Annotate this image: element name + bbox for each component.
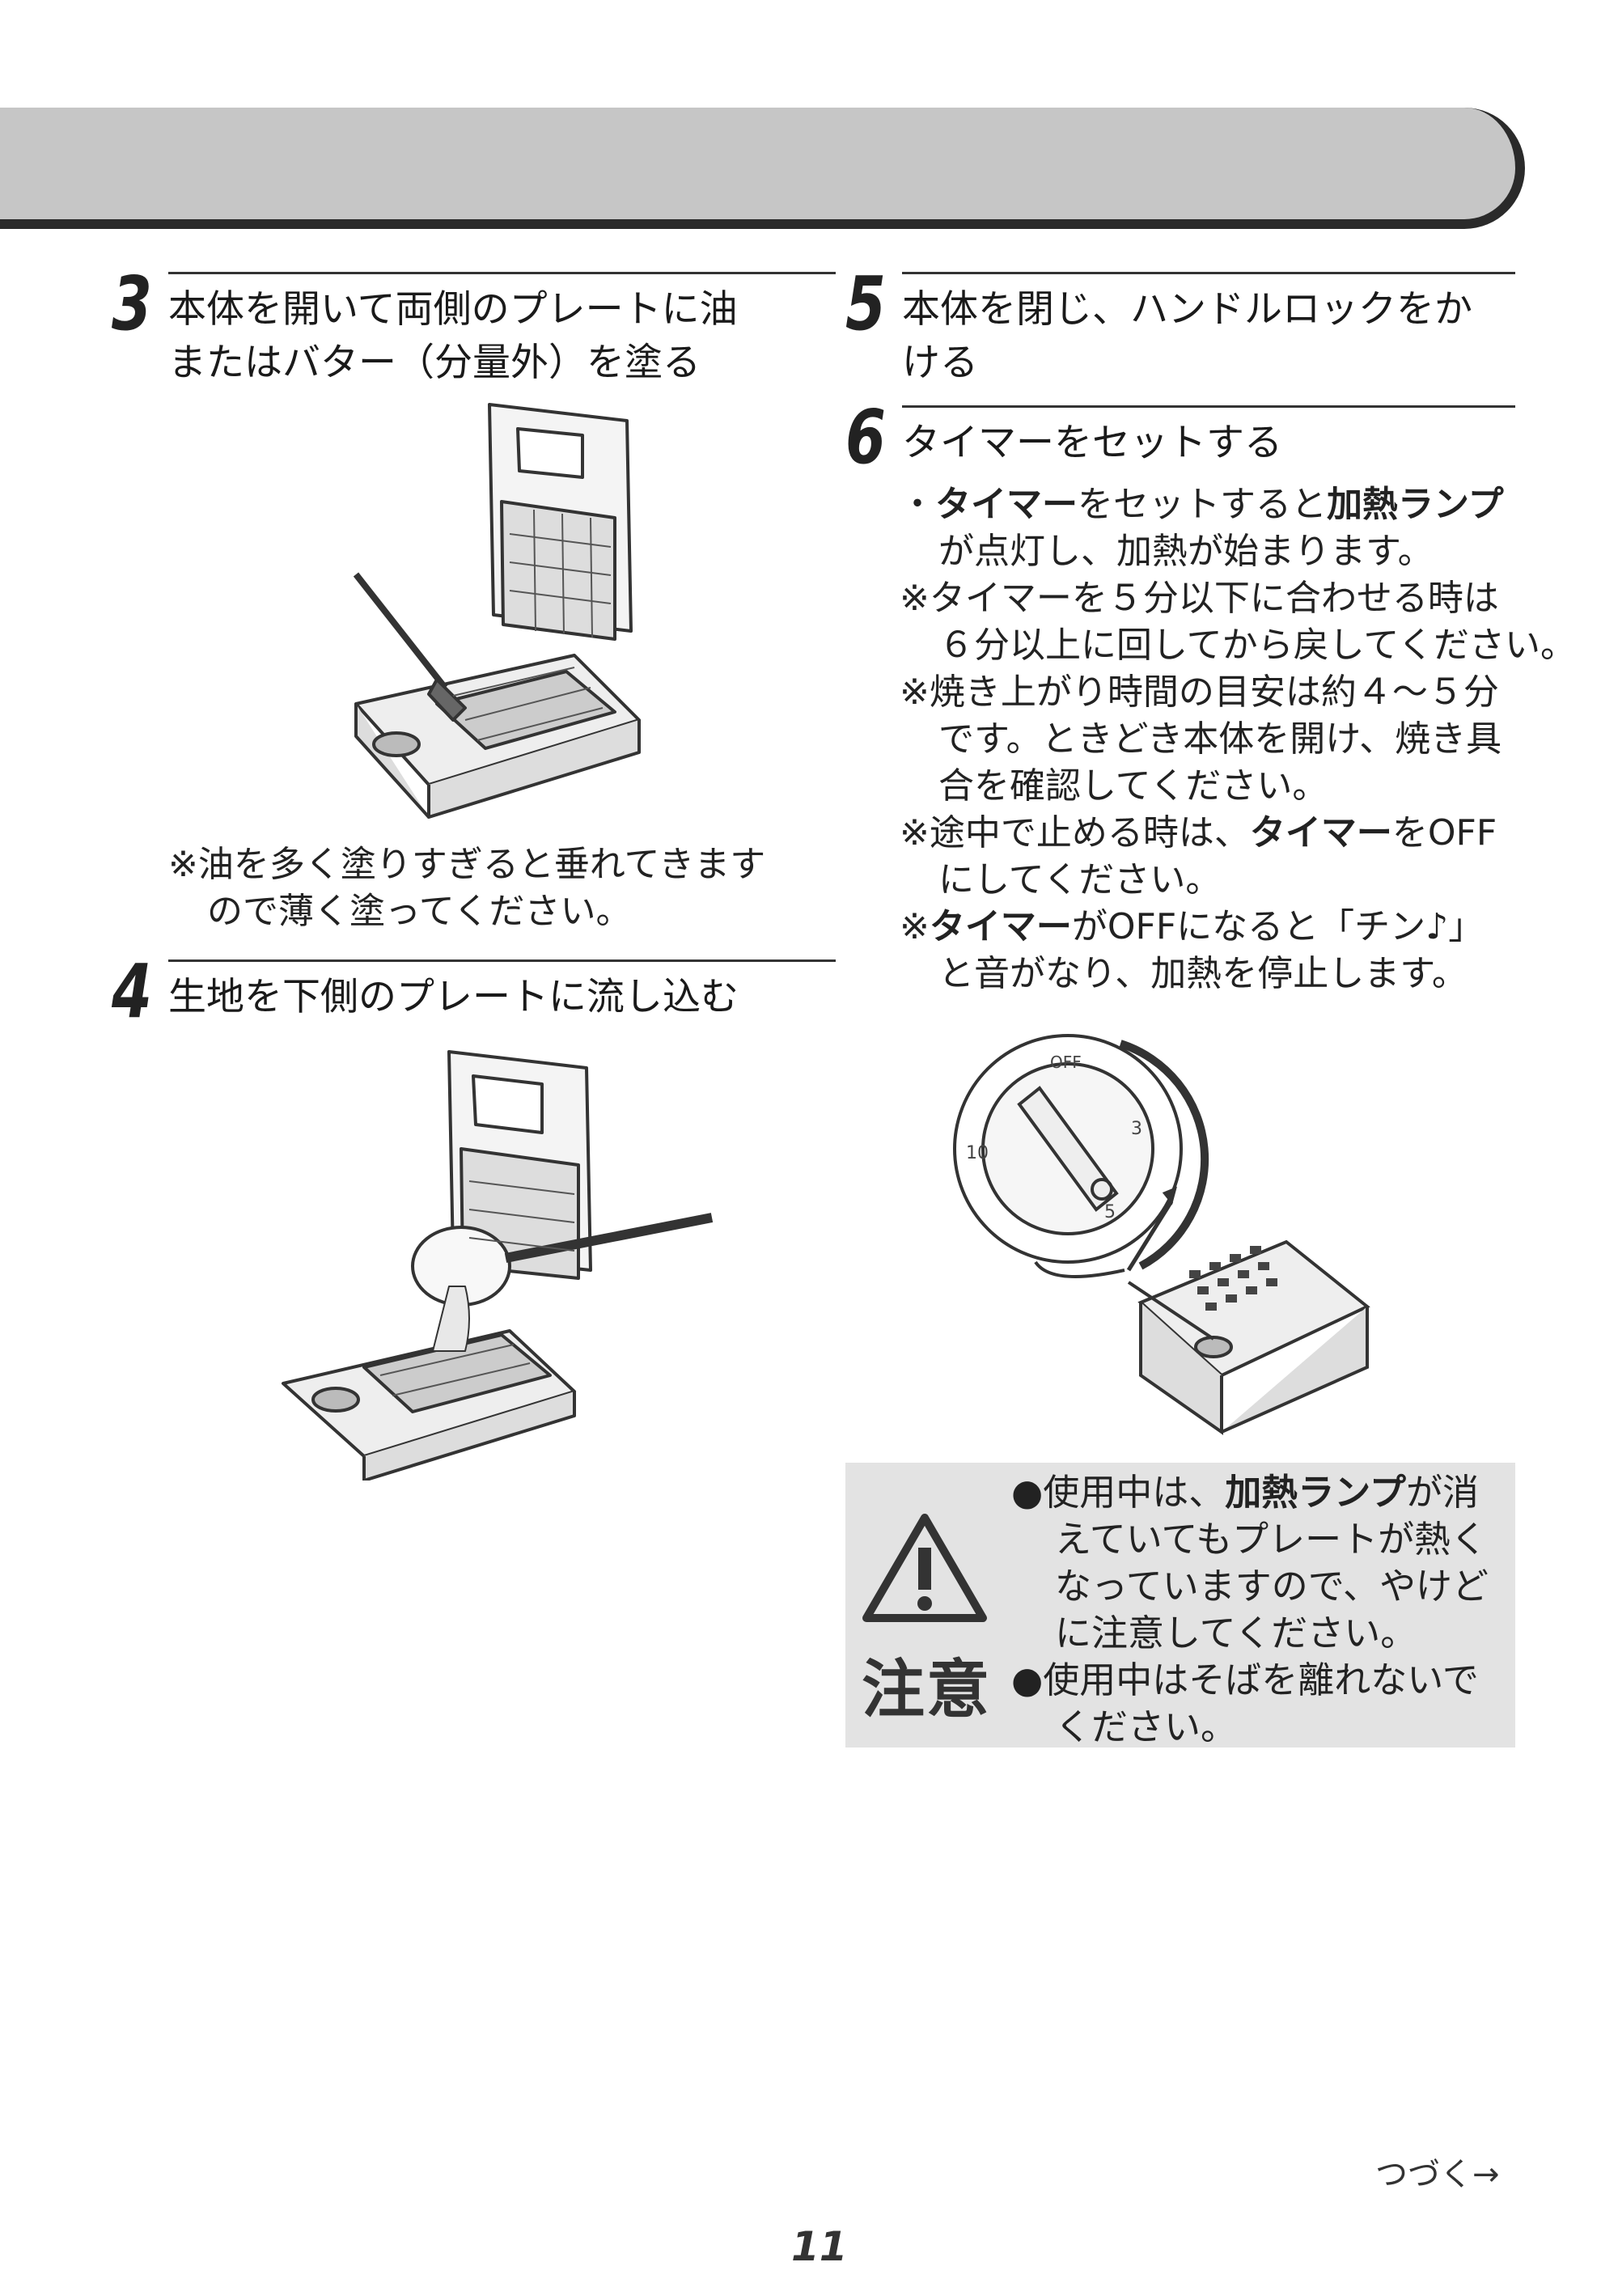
step-rule bbox=[168, 272, 836, 274]
caution-text: ●使用中は、加熱ランプが消 えていてもプレートが熱く なっていますので、やけど … bbox=[1011, 1471, 1489, 1748]
step-title: タイマーをセットする bbox=[902, 421, 1282, 465]
section-header-bar bbox=[0, 108, 1525, 229]
caution-item-1: ●使用中は、加熱ランプが消 bbox=[1011, 1471, 1479, 1514]
step-rule bbox=[902, 405, 1515, 408]
warning-triangle-icon bbox=[862, 1514, 987, 1622]
illustration-timer-dial: OFF 3 5 10 bbox=[953, 1034, 1370, 1435]
bullet-line: ・タイマーをセットすると加熱ランプ bbox=[900, 484, 1504, 525]
illustration-pouring-batter bbox=[282, 1050, 714, 1481]
caution-item-2: ●使用中はそばを離れないで bbox=[1011, 1658, 1479, 1701]
continued-label: つづく→ bbox=[1375, 2156, 1500, 2193]
caution-label: 注意 bbox=[862, 1654, 992, 1726]
step-rule bbox=[168, 959, 836, 962]
step-3-note: ※油を多く塗りすぎると垂れてきます ので薄く塗ってください。 bbox=[168, 844, 766, 932]
step-number: 6 bbox=[845, 394, 886, 481]
dial-3-label: 3 bbox=[1131, 1119, 1142, 1139]
step-number: 5 bbox=[845, 261, 886, 347]
step-number: 4 bbox=[112, 948, 152, 1035]
note-off: ※タイマーがOFFになると「チン♪」 bbox=[900, 906, 1485, 947]
dial-10-label: 10 bbox=[966, 1143, 989, 1163]
illustration-oiling-plates bbox=[353, 403, 641, 819]
step-title: 生地を下側のプレートに流し込む bbox=[168, 975, 739, 1019]
dial-5-label: 5 bbox=[1104, 1202, 1116, 1222]
step-6-notes: ・タイマーをセットすると加熱ランプ が点灯し、加熱が始まります。 ※タイマーを５… bbox=[900, 481, 1576, 998]
caution-box: 注意 ●使用中は、加熱ランプが消 えていてもプレートが熱く なっていますので、や… bbox=[845, 1463, 1515, 1748]
step-rule bbox=[902, 272, 1515, 274]
page-number: 11 bbox=[791, 2223, 848, 2270]
step-number: 3 bbox=[112, 261, 152, 347]
step-title: 本体を閉じ、ハンドルロックをか ける bbox=[902, 287, 1472, 385]
note-stop: ※途中で止める時は、タイマーをOFF bbox=[900, 812, 1497, 854]
step-title: 本体を開いて両側のプレートに油 またはバター（分量外）を塗る bbox=[168, 287, 738, 385]
dial-off-label: OFF bbox=[1050, 1053, 1082, 1072]
